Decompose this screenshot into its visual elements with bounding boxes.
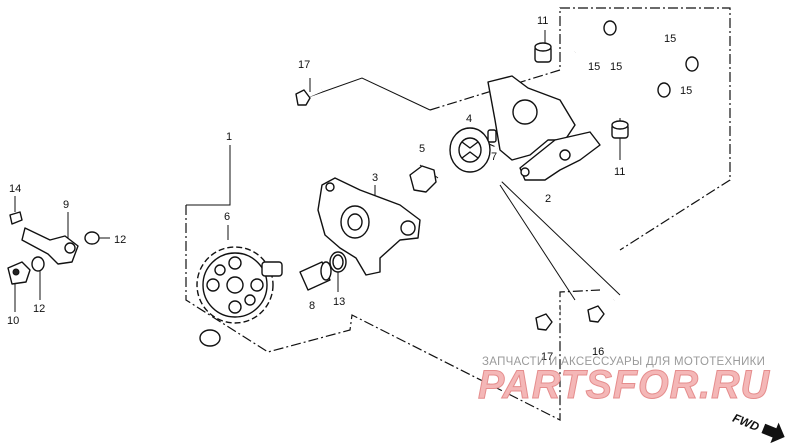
banjo-bolt [7, 261, 31, 285]
cover-bore [512, 99, 538, 125]
top-bolt [574, 20, 617, 54]
watermark-caption: ЗАПЧАСТИ И АКСЕССУАРЫ ДЛЯ МОТОТЕХНИКИ [482, 356, 765, 368]
callout-15b: 15 [664, 33, 676, 45]
callout-17b: 17 [541, 351, 553, 363]
callout-15a: 15 [588, 61, 600, 73]
callout-16: 16 [592, 346, 604, 358]
callout-10: 10 [7, 315, 19, 327]
callout-15c: 15 [680, 85, 692, 97]
callout-6: 6 [224, 211, 230, 223]
fwd-label: FWD [731, 411, 762, 434]
bolt-17-upper [295, 88, 323, 106]
inner-rotor [409, 165, 437, 193]
shaft-collar [299, 261, 332, 291]
driven-gear [196, 246, 283, 324]
dowel-pin-right [611, 120, 629, 139]
outer-rotor [449, 127, 491, 173]
oil-pipe [21, 227, 221, 387]
dowel-pin-top [534, 42, 552, 63]
callout-17a: 17 [298, 59, 310, 71]
bolt-17-lower [535, 308, 561, 331]
upper-bolt-frame [429, 7, 731, 251]
callout-8: 8 [309, 300, 315, 312]
callout-15d: 15 [610, 61, 622, 73]
callout-11a: 11 [537, 15, 548, 27]
callout-11b: 11 [614, 166, 625, 178]
callout-13: 13 [333, 296, 345, 308]
callout-3: 3 [372, 172, 378, 184]
callout-9: 9 [63, 199, 69, 211]
drive-pin [487, 129, 497, 143]
callout-12b: 12 [33, 303, 45, 315]
watermark-logo: PARTSFOR.RU [478, 363, 770, 407]
washer-lower [31, 256, 45, 272]
washer-upper [84, 231, 100, 245]
callout-14: 14 [9, 183, 21, 195]
fwd-direction-arrow: FWD [731, 411, 785, 444]
callout-12a: 12 [114, 234, 126, 246]
callout-2: 2 [545, 193, 551, 205]
bolt-16 [587, 298, 615, 323]
small-screw [9, 211, 23, 225]
callout-labels: 1 2 3 4 5 6 7 8 9 10 11 11 12 12 13 14 1… [7, 15, 692, 363]
callout-7: 7 [491, 151, 497, 163]
callout-1: 1 [226, 131, 232, 143]
assembly-frame [185, 205, 601, 421]
fwd-arrow-icon [761, 422, 785, 444]
callout-4: 4 [466, 113, 472, 125]
callout-5: 5 [419, 143, 425, 155]
